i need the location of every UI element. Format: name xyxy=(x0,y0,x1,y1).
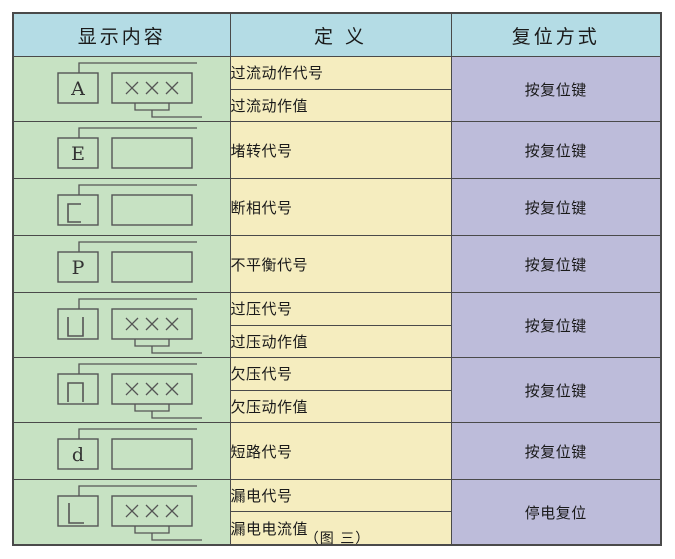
definition-label: 过流动作代号 xyxy=(230,64,324,83)
header-definition: 定 义 xyxy=(229,12,452,57)
reset-method-label: 按复位键 xyxy=(524,381,587,400)
lcd-icon-letter-d: d xyxy=(14,423,230,479)
lcd-icon-segment-l xyxy=(14,480,230,544)
reset-method-cell: 按复位键 xyxy=(450,292,662,358)
definition-cell: 短路代号 xyxy=(229,422,452,480)
definition-cell: 堵转代号 xyxy=(229,121,452,179)
definition-label: 欠压代号 xyxy=(230,365,293,384)
reset-method-cell: 按复位键 xyxy=(450,235,662,293)
reset-method-cell: 按复位键 xyxy=(450,121,662,179)
header-reset-method: 复位方式 xyxy=(450,12,662,57)
definition-cell: 欠压动作值 xyxy=(229,389,452,423)
definition-cell: 过流动作代号 xyxy=(229,56,452,90)
table-header-row: 显示内容 定 义 复位方式 xyxy=(12,12,662,57)
display-icon-cell-row-earth-leakage xyxy=(12,479,231,546)
reset-method-label: 按复位键 xyxy=(524,442,587,461)
svg-text:d: d xyxy=(72,444,84,466)
definition-label: 过压代号 xyxy=(230,300,293,319)
reset-method-cell: 按复位键 xyxy=(450,422,662,480)
table-row: 断相代号 按复位键 xyxy=(12,178,662,236)
table-row: A 过流动作代号按复位键 xyxy=(12,56,662,122)
figure-caption: （图 三） xyxy=(304,531,371,547)
display-icon-cell-row-undervoltage xyxy=(12,357,231,423)
definition-label: 欠压动作值 xyxy=(230,397,309,416)
lcd-icon-segment-c xyxy=(14,179,230,235)
definition-label: 不平衡代号 xyxy=(230,255,309,274)
table-row: E 堵转代号 按复位键 xyxy=(12,121,662,179)
reset-method-cell: 停电复位 xyxy=(450,479,662,546)
table-row: P 不平衡代号 按复位键 xyxy=(12,235,662,293)
display-icon-cell-row-overcurrent: A xyxy=(12,56,231,122)
display-icon-cell-row-stall: E xyxy=(12,121,231,179)
definition-label: 断相代号 xyxy=(230,198,293,217)
table-row: 漏电代号停电复位 xyxy=(12,478,662,546)
reset-method-cell: 按复位键 xyxy=(450,357,662,423)
reset-method-label: 按复位键 xyxy=(524,198,587,217)
svg-text:A: A xyxy=(70,78,85,100)
table-row: d 短路代号 按复位键 xyxy=(12,422,662,480)
table-row: 欠压动作值 xyxy=(13,389,661,423)
lcd-icon-segment-n xyxy=(14,358,230,422)
reset-method-label: 按复位键 xyxy=(524,141,587,160)
definition-cell: 漏电电流值 xyxy=(229,511,452,546)
display-icon-cell-row-phase-loss xyxy=(12,178,231,236)
reset-method-label: 停电复位 xyxy=(524,503,587,522)
svg-text:E: E xyxy=(71,143,85,165)
definition-cell: 漏电代号 xyxy=(229,478,452,513)
reset-method-cell: 按复位键 xyxy=(450,56,662,122)
table-row: 过流动作值 xyxy=(13,88,661,122)
reset-method-label: 按复位键 xyxy=(524,255,587,274)
svg-text:P: P xyxy=(71,257,84,279)
display-icon-cell-row-short-circuit: d xyxy=(12,422,231,480)
lcd-icon-segment-u xyxy=(14,293,230,357)
header-display-content: 显示内容 xyxy=(12,12,231,57)
definition-cell: 不平衡代号 xyxy=(229,235,452,293)
table-row: 漏电电流值 xyxy=(13,511,661,546)
reset-method-cell: 按复位键 xyxy=(450,178,662,236)
definition-label: 漏电电流值 xyxy=(230,519,309,538)
definition-cell: 断相代号 xyxy=(229,178,452,236)
definition-label: 漏电代号 xyxy=(230,487,293,506)
definition-label: 过压动作值 xyxy=(230,332,309,351)
definition-cell: 欠压代号 xyxy=(229,357,452,391)
definition-cell: 过压代号 xyxy=(229,292,452,326)
display-icon-cell-row-unbalance: P xyxy=(12,235,231,293)
table-row: 欠压代号按复位键 xyxy=(12,357,662,423)
lcd-icon-letter-e: E xyxy=(14,122,230,178)
definition-cell: 过流动作值 xyxy=(229,88,452,122)
table-row: 过压动作值 xyxy=(13,324,661,358)
lcd-icon-letter-a: A xyxy=(14,57,230,121)
lcd-icon-letter-p: P xyxy=(14,236,230,292)
definition-label: 短路代号 xyxy=(230,442,293,461)
display-icon-cell-row-overvoltage xyxy=(12,292,231,358)
definition-label: 堵转代号 xyxy=(230,141,293,160)
table-row: 过压代号按复位键 xyxy=(12,292,662,358)
definition-cell: 过压动作值 xyxy=(229,324,452,358)
reset-method-label: 按复位键 xyxy=(524,316,587,335)
definition-label: 过流动作值 xyxy=(230,96,309,115)
reset-method-label: 按复位键 xyxy=(524,80,587,99)
